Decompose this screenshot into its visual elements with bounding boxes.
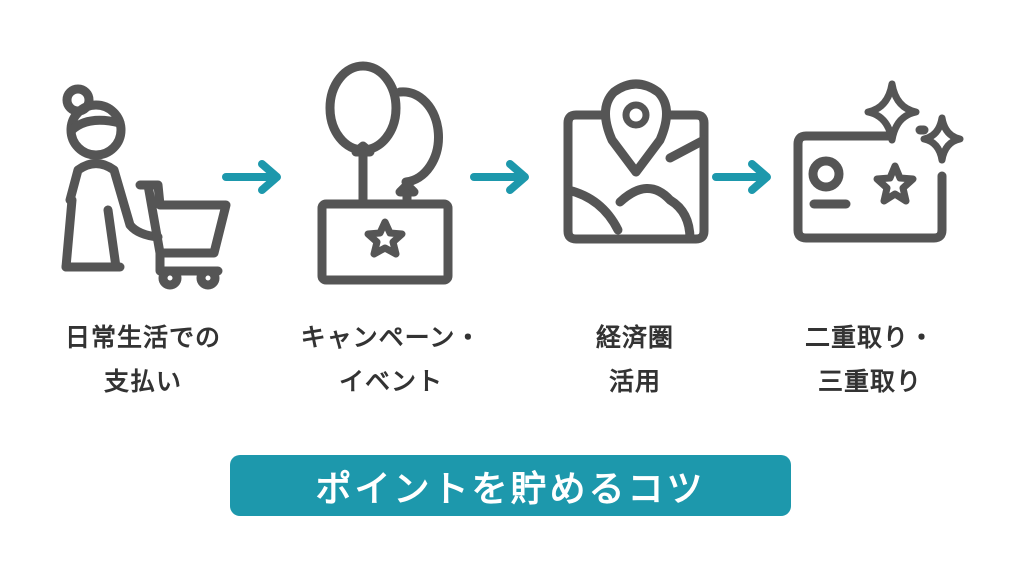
step-label-line: イベント <box>338 367 443 396</box>
shopping-person-icon <box>48 75 238 290</box>
title-banner: ポイントを貯めるコツ <box>230 455 791 516</box>
step-label-line: 日常生活での <box>64 323 221 352</box>
step-label-line: 支払い <box>103 367 182 396</box>
arrow-right-icon <box>470 160 532 198</box>
sparkle-card-icon <box>792 80 972 245</box>
step-label-4: 二重取り・ 三重取り <box>770 316 970 404</box>
balloons-banner-icon <box>317 61 453 287</box>
step-label-line: 三重取り <box>817 367 922 396</box>
step-label-line: 活用 <box>608 367 661 396</box>
step-label-3: 経済圏 活用 <box>540 316 730 404</box>
step-label-line: キャンペーン・ <box>300 323 482 352</box>
map-pin-icon <box>562 79 712 250</box>
banner-text: ポイントを貯めるコツ <box>315 468 706 510</box>
step-label-line: 二重取り・ <box>804 323 935 352</box>
step-label-2: キャンペーン・ イベント <box>276 316 506 404</box>
arrow-right-icon <box>712 160 774 198</box>
step-label-1: 日常生活での 支払い <box>38 316 248 404</box>
arrow-right-icon <box>222 160 284 198</box>
step-label-line: 経済圏 <box>595 323 674 352</box>
